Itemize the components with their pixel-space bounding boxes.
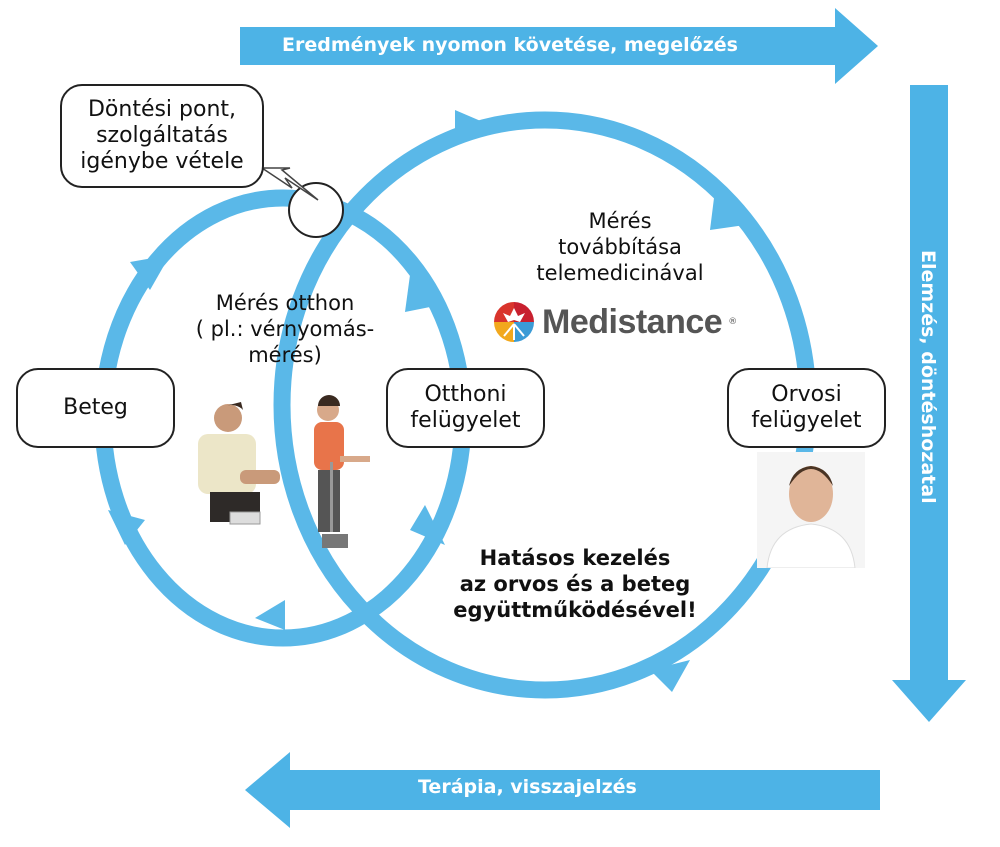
callout-line: szolgáltatás [96, 123, 228, 148]
doctor-photo [757, 452, 865, 568]
home-care-label: Otthoni [424, 382, 507, 407]
patient-box: Beteg [16, 368, 175, 448]
registered-mark: ® [728, 317, 738, 327]
right-arrow [892, 85, 966, 722]
man-measuring-blood-pressure-photo [198, 402, 280, 525]
text-line: Mérés otthon [215, 291, 355, 315]
home-measurement-text: Mérés otthon ( pl.: vérnyomás- mérés) [180, 290, 390, 368]
text-line: mérés) [248, 343, 322, 367]
woman-on-scale-photo [314, 395, 370, 548]
text-line: együttműködésével! [453, 598, 697, 622]
text-line: telemedicinával [536, 261, 704, 285]
patient-label: Beteg [63, 395, 128, 420]
home-care-label: felügyelet [410, 408, 521, 433]
logo-wordmark: Medistance [542, 302, 723, 341]
top-arrow-label: Eredmények nyomon követése, megelőzés [282, 34, 738, 56]
medistance-logo: Medistance ® [492, 300, 737, 344]
text-line: továbbítása [558, 235, 682, 259]
doctor-care-box: Orvosi felügyelet [727, 368, 886, 448]
bottom-arrow [245, 752, 880, 828]
text-line: az orvos és a beteg [459, 572, 691, 596]
callout-line: igénybe vétele [80, 149, 244, 174]
text-line: Hatásos kezelés [479, 546, 671, 570]
text-line: Mérés [588, 209, 652, 233]
home-care-box: Otthoni felügyelet [386, 368, 545, 448]
right-arrow-label: Elemzés, döntéshozatal [917, 250, 939, 504]
decision-callout: Döntési pont, szolgáltatás igénybe vétel… [60, 84, 264, 188]
cycle-arrowheads [108, 110, 745, 692]
bottom-arrow-label: Terápia, visszajelzés [418, 776, 637, 798]
callout-pointer [259, 167, 319, 201]
effective-treatment-text: Hatásos kezelés az orvos és a beteg együ… [430, 545, 720, 623]
doctor-care-label: Orvosi [771, 382, 842, 407]
medistance-logo-icon [494, 302, 534, 342]
callout-line: Döntési pont, [87, 97, 237, 122]
doctor-care-label: felügyelet [751, 408, 862, 433]
text-line: ( pl.: vérnyomás- [195, 317, 375, 341]
decision-point-marker [288, 182, 344, 238]
transmission-text: Mérés továbbítása telemedicinával [505, 208, 735, 286]
top-arrow [240, 8, 878, 84]
